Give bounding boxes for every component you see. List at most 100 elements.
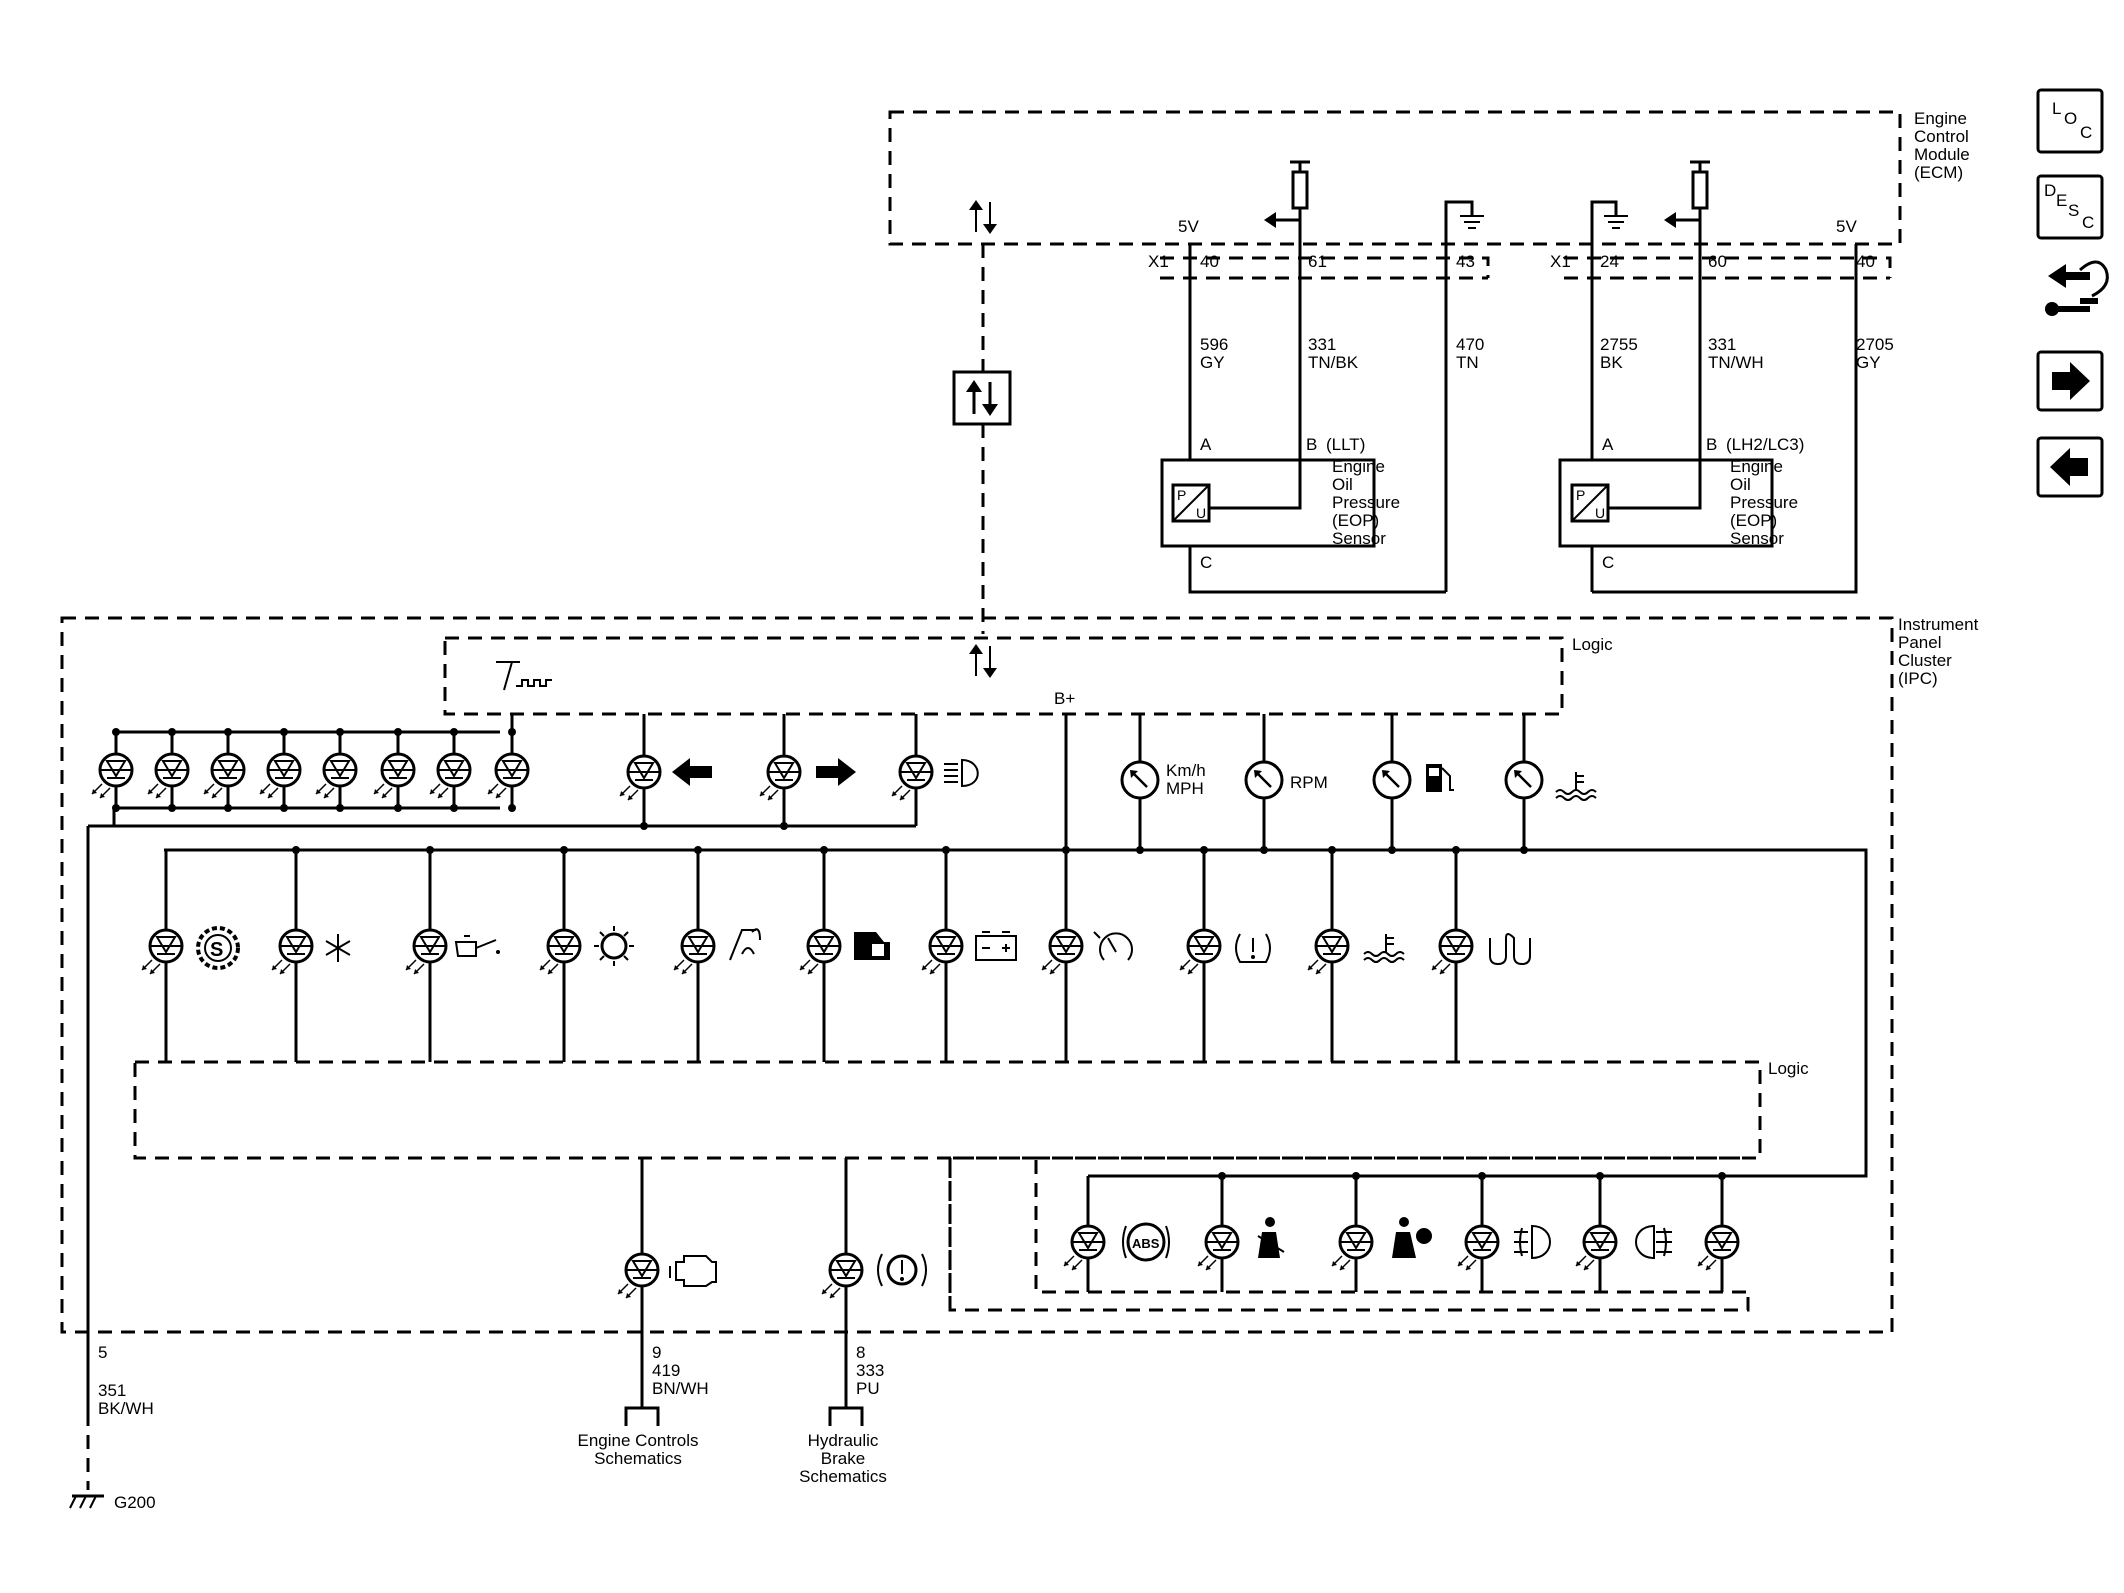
indicator-lamps-row: S [140, 846, 1531, 1062]
destination-label[interactable]: Hydraulic [808, 1431, 879, 1450]
airbag-icon [1392, 1217, 1432, 1258]
light-bulb-outage-icon [594, 926, 634, 966]
pin-5-label: 5 [98, 1343, 107, 1362]
airbag-lamp [1330, 1172, 1432, 1292]
indicator-lamp [798, 846, 842, 1062]
location-button[interactable]: L O C [2036, 88, 2104, 154]
transducer-u-label: U [1196, 505, 1206, 521]
indicator-lamp [404, 846, 448, 1062]
sensor-name-line: (EOP) [1332, 511, 1379, 530]
pin-9-label: 9 [652, 1343, 661, 1362]
left-turn-lamp [618, 714, 712, 830]
chassis-ground-icon [69, 1494, 104, 1509]
ipc-title-line: Panel [1898, 633, 1941, 652]
illumination-lamps [86, 714, 916, 1332]
pin-43-label: 43 [1456, 252, 1475, 271]
sensor-name-line: Engine [1730, 457, 1783, 476]
indicator-lamp [270, 846, 314, 1062]
serial-data-icon [952, 370, 1012, 426]
fuel-gauge [1372, 714, 1454, 854]
pin-8-label: 8 [856, 1343, 865, 1362]
connector-x1-right: X1 [1550, 252, 1571, 271]
lower-right-lamps: ABS [1062, 1172, 1740, 1292]
sensor-name-line: Sensor [1730, 529, 1784, 548]
high-beam-lamp [890, 714, 979, 826]
wire-470-color: TN [1456, 353, 1479, 372]
ecm-data-arrows-icon [969, 200, 997, 234]
wire-596-color: GY [1200, 353, 1225, 372]
sensor-pin-b: B [1706, 435, 1717, 454]
next-button[interactable] [2036, 350, 2104, 412]
pin-5v-label: 5V [1178, 217, 1199, 236]
ipc-title-line: Instrument [1898, 615, 1979, 634]
wire-351-color: BK/WH [98, 1399, 154, 1418]
pullup-resistor-icon [1664, 160, 1710, 228]
wire-419-circuit: 419 [652, 1361, 680, 1380]
security-icon [854, 932, 890, 960]
indicator-lamp [920, 846, 964, 1062]
sensor-name-line: Sensor [1332, 529, 1386, 548]
sensor-name-line: Engine [1332, 457, 1385, 476]
pin-5v-label: 5V [1836, 217, 1857, 236]
ground-label: G200 [114, 1493, 156, 1512]
destination-label[interactable]: Brake [821, 1449, 865, 1468]
sensor-pin-c: C [1602, 553, 1614, 572]
wire-2705-color: GY [1856, 353, 1881, 372]
wire-419-color: BN/WH [652, 1379, 709, 1398]
coolant-temp-gauge [1504, 714, 1597, 854]
gauges: Km/h MPH RPM [1120, 714, 1597, 854]
indicator-lamp [140, 850, 184, 1062]
indicator-lamp [1696, 1172, 1740, 1292]
left-arrow-icon [2050, 448, 2088, 486]
coolant-warning-icon [1363, 934, 1405, 963]
rear-fog-icon [1635, 1224, 1672, 1260]
ipc-output-wires: 5 351 BK/WH 9 419 BN/WH 8 333 PU [98, 1343, 884, 1418]
wire-596-circuit: 596 [1200, 335, 1228, 354]
fog-lamp-front [1456, 1172, 1551, 1292]
desc-letter: D [2044, 181, 2056, 200]
tachometer-gauge: RPM [1244, 714, 1328, 854]
brake-lamp [820, 1158, 927, 1408]
abs-lamp: ABS [1062, 1222, 1170, 1272]
pin-60-label: 60 [1708, 252, 1727, 271]
abs-icon: ABS [1122, 1222, 1170, 1262]
sensor-name-line: Pressure [1730, 493, 1798, 512]
destination-label[interactable]: Schematics [594, 1449, 682, 1468]
description-button[interactable]: D E S C [2036, 174, 2104, 240]
seatbelt-icon [1257, 1217, 1285, 1258]
service-procedure-icon[interactable] [2045, 260, 2109, 316]
loc-letter: L [2052, 99, 2061, 118]
indicator-lamp [538, 846, 582, 1062]
rpm-label: RPM [1290, 773, 1328, 792]
indicator-lamp [1306, 846, 1350, 1062]
loc-letter: C [2080, 123, 2092, 142]
sensor-pin-b: B [1306, 435, 1317, 454]
destination-label[interactable]: Schematics [799, 1467, 887, 1486]
sensor-name-line: Oil [1332, 475, 1353, 494]
illumination-lamp [202, 728, 246, 812]
ipc-title-line: (IPC) [1898, 669, 1938, 688]
illumination-lamp [258, 728, 302, 812]
high-beam-icon [944, 758, 979, 788]
ecm-title: Engine Control Module (ECM) [1914, 109, 1970, 182]
previous-button[interactable] [2036, 436, 2104, 498]
logic-top-label: Logic [1572, 635, 1613, 654]
wire-331a-color: TN/BK [1308, 353, 1359, 372]
destination-hydraulic-brake[interactable]: Hydraulic Brake Schematics [799, 1406, 887, 1486]
wire-2705-circuit: 2705 [1856, 335, 1894, 354]
coolant-temp-icon [1555, 772, 1597, 801]
speed-unit-kmh: Km/h [1166, 761, 1206, 780]
turn-highbeam-lamps [618, 714, 979, 830]
destination-engine-controls[interactable]: Engine Controls Schematics [578, 1406, 699, 1468]
pullup-resistor-icon [1264, 160, 1310, 228]
illumination-lamp [146, 728, 190, 812]
sensor-pin-c: C [1200, 553, 1212, 572]
eop-sensor-lh2: P U A B (LH2/LC3) C Engine Oil Pressure … [1558, 435, 1804, 592]
transducer-p-label: P [1177, 487, 1186, 503]
transducer-p-label: P [1576, 487, 1585, 503]
destination-label[interactable]: Engine Controls [578, 1431, 699, 1450]
connector-x1-left: X1 [1148, 252, 1169, 271]
right-turn-lamp [758, 714, 856, 830]
wire-331b-circuit: 331 [1708, 335, 1736, 354]
